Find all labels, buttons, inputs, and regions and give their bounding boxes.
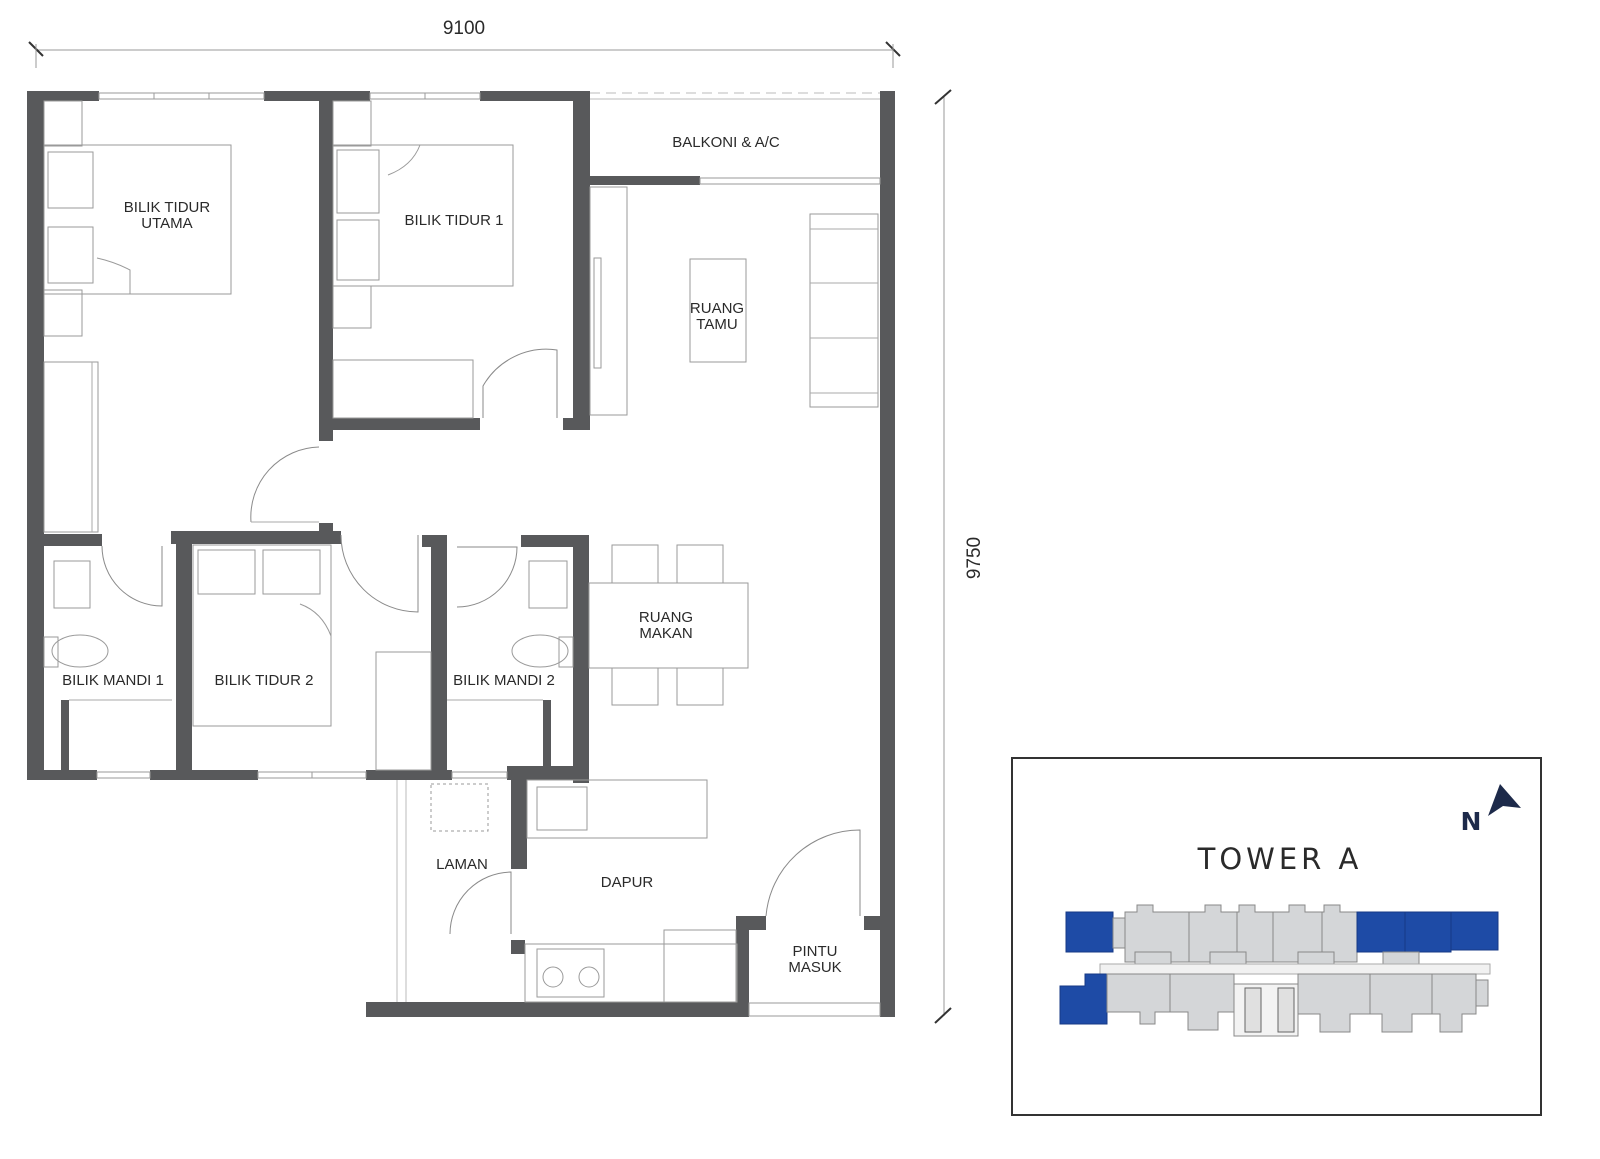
- keyplan-corridor: [1099, 963, 1491, 975]
- label-yard: LAMAN: [436, 856, 488, 873]
- north-label: N: [1461, 807, 1482, 836]
- dimension-height: 9750: [934, 89, 985, 1024]
- room-labels: BILIK TIDUR UTAMA BILIK TIDUR 1 BALKONI …: [62, 134, 842, 976]
- label-entrance-2: MASUK: [788, 959, 841, 976]
- height-dimension-label: 9750: [964, 537, 985, 579]
- label-bathroom-1: BILIK MANDI 1: [62, 672, 164, 689]
- walls: [27, 91, 895, 1017]
- furniture: [43, 100, 881, 1017]
- label-kitchen: DAPUR: [601, 874, 654, 891]
- label-bedroom-1: BILIK TIDUR 1: [405, 212, 504, 229]
- label-balcony: BALKONI & A/C: [672, 134, 780, 151]
- label-master-bedroom-2: UTAMA: [141, 215, 192, 232]
- label-dining-2: MAKAN: [639, 625, 692, 642]
- label-master-bedroom-1: BILIK TIDUR: [124, 199, 211, 216]
- label-dining-1: RUANG: [639, 609, 693, 626]
- label-bedroom-2: BILIK TIDUR 2: [215, 672, 314, 689]
- dimension-width: 9100: [28, 18, 901, 68]
- label-bathroom-2: BILIK MANDI 2: [453, 672, 555, 689]
- width-dimension-label: 9100: [443, 18, 485, 39]
- keyplan-lower-row: [1059, 973, 1489, 1037]
- keyplan-title: TOWER A: [1197, 842, 1363, 876]
- label-entrance-1: PINTU: [793, 943, 838, 960]
- label-living-2: TAMU: [696, 316, 737, 333]
- north-arrow-icon: [1488, 784, 1521, 816]
- windows: [96, 92, 881, 779]
- label-living-1: RUANG: [690, 300, 744, 317]
- key-plan: N TOWER A: [1011, 757, 1542, 1116]
- keyplan-upper-row: [1065, 904, 1499, 965]
